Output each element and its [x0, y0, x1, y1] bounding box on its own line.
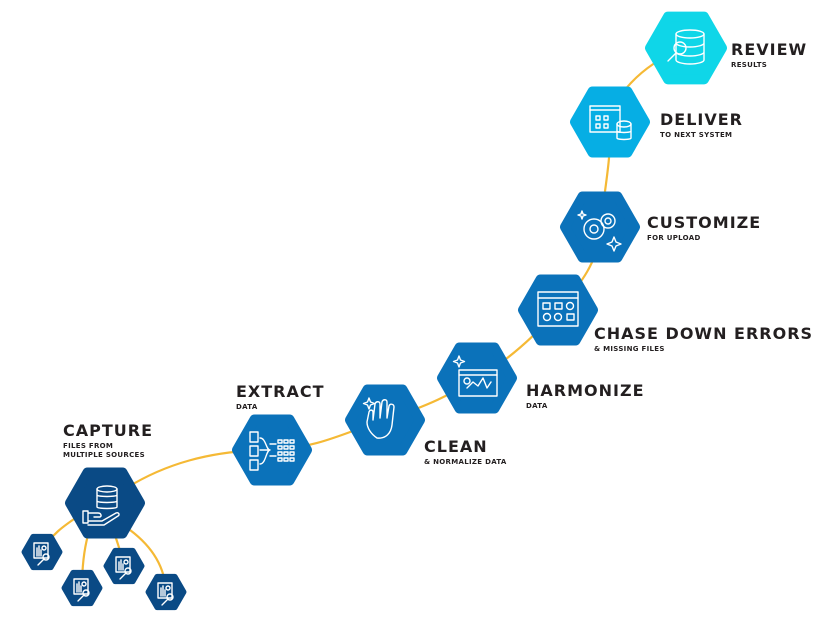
hexagon-shape — [145, 573, 187, 611]
step-label-harmonize: HARMONIZE DATA — [526, 382, 645, 411]
source-node — [145, 573, 187, 611]
step-title: DELIVER — [660, 110, 743, 129]
documents-to-grid-icon — [249, 431, 295, 471]
step-node-deliver — [570, 86, 650, 158]
step-node-capture — [65, 467, 145, 539]
hexagon-shape — [103, 547, 145, 585]
step-title: REVIEW — [731, 40, 808, 59]
cleaning-hand-icon — [362, 397, 395, 439]
step-subtitle: RESULTS — [731, 61, 768, 69]
step-title: CAPTURE — [63, 421, 154, 440]
step-label-customize: CUSTOMIZE FOR UPLOAD — [647, 214, 761, 243]
hexagon-shape — [345, 384, 425, 456]
step-label-capture: CAPTURE FILES FROM MULTIPLE SOURCES — [63, 422, 153, 460]
step-subtitle: MULTIPLE SOURCES — [63, 451, 145, 459]
step-node-extract — [232, 414, 312, 486]
step-title: EXTRACT — [236, 382, 325, 401]
step-subtitle: FILES FROM — [63, 442, 114, 450]
step-node-chase — [518, 274, 598, 346]
step-label-deliver: DELIVER TO NEXT SYSTEM — [660, 111, 743, 140]
source-node — [21, 533, 63, 571]
step-title: HARMONIZE — [526, 381, 645, 400]
step-subtitle: TO NEXT SYSTEM — [660, 131, 733, 139]
step-label-clean: CLEAN & NORMALIZE DATA — [424, 438, 507, 467]
step-subtitle: & NORMALIZE DATA — [424, 458, 507, 466]
report-search-icon — [73, 578, 90, 602]
step-label-review: REVIEW RESULTS — [731, 41, 807, 70]
hexagon-shape — [232, 414, 312, 486]
step-subtitle: DATA — [526, 402, 548, 410]
report-search-icon — [115, 556, 132, 580]
hexagon-shape — [570, 86, 650, 158]
step-title: CUSTOMIZE — [647, 213, 762, 232]
step-node-customize — [560, 191, 640, 263]
step-title: CHASE DOWN ERRORS — [594, 324, 814, 343]
hexagon-shape — [61, 569, 103, 607]
hand-database-icon — [82, 485, 120, 526]
step-node-harmonize — [437, 342, 517, 414]
step-subtitle: FOR UPLOAD — [647, 234, 701, 242]
step-subtitle: DATA — [236, 403, 258, 411]
gears-sparkle-icon — [577, 210, 622, 252]
table-to-database-icon — [589, 105, 632, 141]
step-subtitle: & MISSING FILES — [594, 345, 665, 353]
hexagon-shape — [21, 533, 63, 571]
step-label-extract: EXTRACT DATA — [236, 383, 325, 412]
step-label-chase: CHASE DOWN ERRORS & MISSING FILES — [594, 325, 813, 354]
database-search-icon — [667, 29, 705, 65]
step-title: CLEAN — [424, 437, 488, 456]
step-node-review — [645, 11, 727, 85]
step-node-clean — [345, 384, 425, 456]
source-node — [61, 569, 103, 607]
chart-window-sparkle-icon — [452, 355, 498, 397]
hexagon-shape — [437, 342, 517, 414]
source-node — [103, 547, 145, 585]
report-search-icon — [33, 542, 50, 566]
hexagon-shape — [560, 191, 640, 263]
grid-errors-icon — [537, 291, 579, 327]
hexagon-shape — [518, 274, 598, 346]
report-search-icon — [157, 582, 174, 606]
